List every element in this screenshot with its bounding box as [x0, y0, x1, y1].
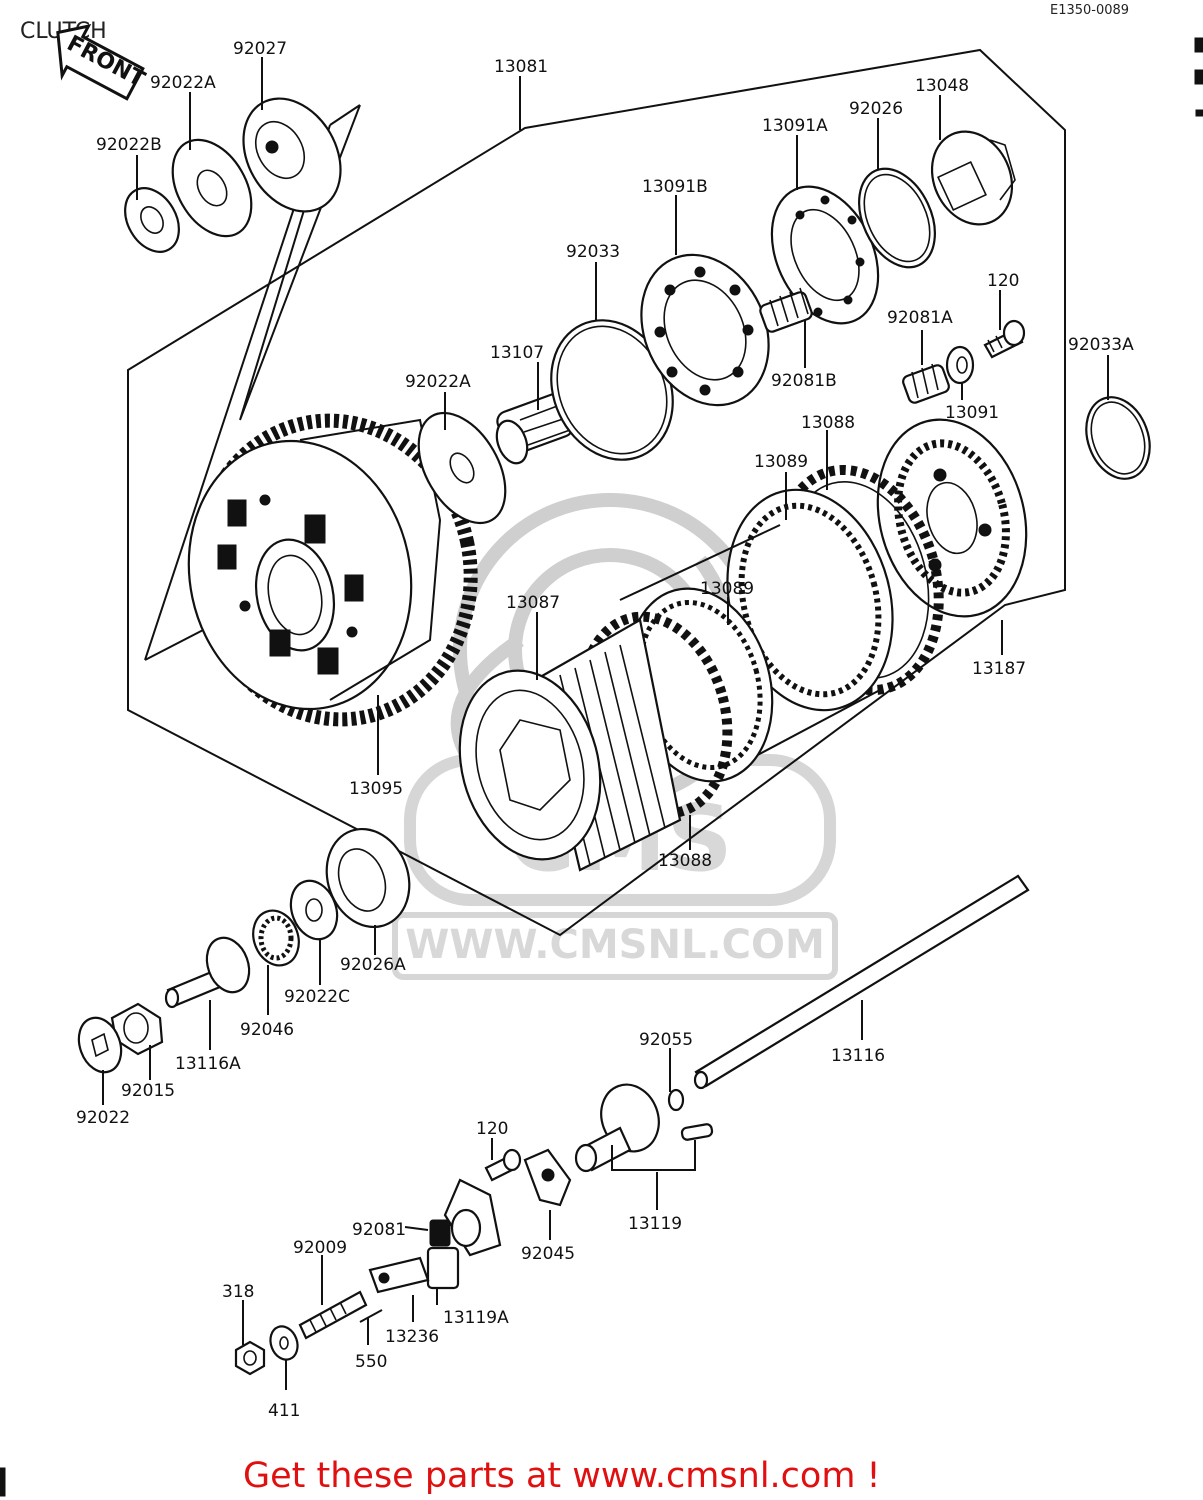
label-13107: 13107: [490, 343, 544, 363]
part-318-nut: [234, 1340, 266, 1376]
label-92022b: 92022B: [96, 135, 162, 155]
part-92081a-spring: [902, 363, 950, 404]
label-13089-mid: 13089: [700, 579, 754, 599]
part-92045-plate: [523, 1148, 572, 1207]
part-120-bolt-bot: [484, 1148, 522, 1182]
footer-cta-link[interactable]: Get these parts at www.cmsnl.com !: [243, 1456, 881, 1496]
part-92046-bearing: [252, 909, 300, 967]
part-13095-housing-gear: [187, 413, 478, 727]
part-13119a-lever: [426, 1178, 502, 1290]
label-92009: 92009: [293, 1238, 347, 1258]
label-550: 550: [355, 1352, 387, 1372]
part-13116a-pushrod: [164, 936, 251, 1009]
assembly-boundary: [127, 48, 1066, 937]
leader-lines: [102, 57, 1109, 1390]
label-13119a: 13119A: [443, 1308, 509, 1328]
label-13089-top: 13089: [754, 452, 808, 472]
part-13236-link: [368, 1256, 430, 1294]
part-92022a-washer-top: [171, 138, 253, 238]
part-92081b-spring: [759, 287, 813, 333]
part-92022a-washer-mid: [417, 411, 507, 525]
label-120-bot: 120: [476, 1119, 508, 1139]
label-92033: 92033: [566, 242, 620, 262]
label-92026a: 92026A: [340, 955, 406, 975]
part-92009-adjust-screw: [298, 1290, 368, 1340]
part-92022b-washer: [124, 187, 180, 253]
label-13116a: 13116A: [175, 1054, 241, 1074]
label-13091b: 13091B: [642, 177, 708, 197]
label-411: 411: [268, 1401, 300, 1421]
label-92027: 92027: [233, 39, 287, 59]
label-13088-top: 13088: [801, 413, 855, 433]
label-92081a: 92081A: [887, 308, 953, 328]
part-550-pin: [359, 1309, 383, 1323]
label-13088-bot: 13088: [658, 851, 712, 871]
label-92046: 92046: [240, 1020, 294, 1040]
label-92033a: 92033A: [1068, 335, 1134, 355]
label-92081: 92081: [352, 1220, 406, 1240]
label-13116: 13116: [831, 1046, 885, 1066]
part-13087-clutch-hub: [458, 618, 682, 872]
part-92026a-bushing: [325, 827, 411, 929]
label-120-top: 120: [987, 271, 1019, 291]
part-13048-lifter: [930, 130, 1016, 226]
watermark-url: WWW.CMSNL.COM: [405, 922, 825, 968]
label-92081b: 92081B: [771, 371, 837, 391]
part-13091-washer: [945, 345, 975, 385]
label-92026: 92026: [849, 99, 903, 119]
hub-reference-lines: [144, 104, 361, 661]
edge-marks: [0, 37, 1203, 1497]
label-13087: 13087: [506, 593, 560, 613]
label-13081: 13081: [494, 57, 548, 77]
label-13091a: 13091A: [762, 116, 828, 136]
label-13095: 13095: [349, 779, 403, 799]
label-13048: 13048: [915, 76, 969, 96]
label-13119: 13119: [628, 1214, 682, 1234]
diagram-code: E1350-0089: [1050, 3, 1129, 18]
part-13091b-pressure-plate: [640, 253, 770, 407]
label-92022a-mid: 92022A: [405, 372, 471, 392]
label-92022: 92022: [76, 1108, 130, 1128]
part-92055-oring: [667, 1088, 685, 1112]
part-411-washer: [269, 1325, 299, 1361]
label-92015: 92015: [121, 1081, 175, 1101]
part-labels: 92027 92022A 92022B 13081 13048 92026 13…: [76, 39, 1134, 1421]
part-92026-ring: [858, 167, 936, 269]
label-13236: 13236: [385, 1327, 439, 1347]
part-13116-pushrod: [693, 874, 1030, 1090]
part-92022c-washer: [289, 879, 339, 941]
part-13187-hub-plate: [876, 418, 1028, 618]
part-13119-release-shaft: [574, 1083, 714, 1173]
part-92033a-circlip: [1085, 396, 1151, 480]
label-92055: 92055: [639, 1030, 693, 1050]
part-92022-lockwasher: [77, 1016, 123, 1074]
part-92081-spring: [429, 1219, 451, 1247]
part-92027-collar: [242, 97, 342, 213]
label-318: 318: [222, 1282, 254, 1302]
label-13187: 13187: [972, 659, 1026, 679]
label-92045: 92045: [521, 1244, 575, 1264]
label-92022a-top: 92022A: [150, 73, 216, 93]
label-92022c: 92022C: [284, 987, 350, 1007]
part-120-bolt-top: [983, 319, 1026, 359]
label-13091: 13091: [945, 403, 999, 423]
